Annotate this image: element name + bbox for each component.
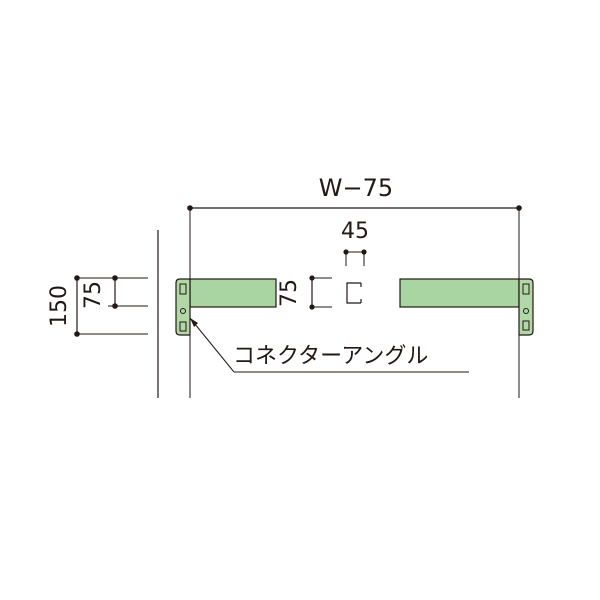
- dimension-75-beam-text: 75: [277, 279, 302, 307]
- beam-section-dimension-75: 75: [277, 275, 332, 310]
- right-connector-angle: [518, 278, 534, 336]
- dimension-w-75-text: W−75: [319, 174, 393, 202]
- dimension-75-side-text: 75: [81, 281, 106, 309]
- connector-angle-callout: コネクターアングル: [189, 317, 469, 373]
- side-dimension-150: 150: [47, 275, 148, 337]
- left-connector-angle: [175, 278, 191, 336]
- dimension-150-text: 150: [47, 285, 72, 327]
- dimension-45-text: 45: [341, 219, 369, 244]
- right-beam: [399, 278, 520, 308]
- connector-angle-label: コネクターアングル: [233, 344, 428, 369]
- opening-dimension-45: 45: [341, 219, 369, 266]
- left-beam: [189, 278, 277, 308]
- side-dimension-75: 75: [81, 275, 148, 309]
- beam-c-channel-section: [346, 282, 362, 304]
